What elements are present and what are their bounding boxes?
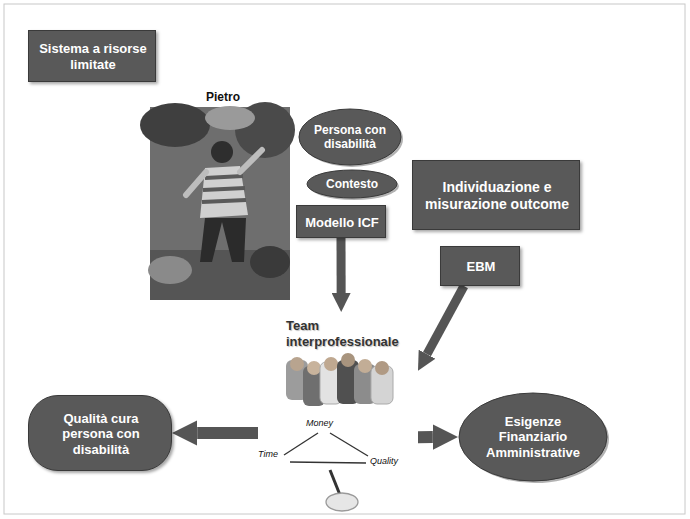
sketch-line bbox=[330, 433, 368, 456]
hand bbox=[326, 493, 358, 511]
flow-arrow bbox=[418, 431, 433, 443]
node-text: Qualità cura persona con disabilità bbox=[41, 411, 161, 458]
node-content: Persona con disabilità bbox=[310, 114, 390, 160]
ellipse-fill bbox=[307, 170, 397, 198]
money-time-quality-sketch bbox=[284, 433, 368, 511]
team-photo bbox=[286, 353, 393, 406]
person-head bbox=[341, 353, 355, 367]
node-content: Sistema a risorse limitate bbox=[37, 37, 149, 77]
node-text: Contesto bbox=[326, 177, 378, 191]
ellipse-fill bbox=[459, 393, 607, 481]
quality-box: Qualità cura persona con disabilità bbox=[28, 395, 172, 471]
person-head bbox=[324, 357, 338, 371]
photo-foliage bbox=[140, 103, 210, 147]
frame bbox=[4, 4, 685, 514]
node-content: Individuazione e misurazione outcome bbox=[423, 167, 571, 225]
context-box: Sistema a risorse limitate bbox=[28, 30, 156, 82]
evidence-box: EBM bbox=[440, 246, 520, 286]
node-text: Individuazione e misurazione outcome bbox=[423, 179, 571, 213]
sketch-line bbox=[290, 462, 366, 463]
sketch-label: Time bbox=[258, 449, 278, 459]
node-content: Esigenze Finanziario Amministrative bbox=[478, 400, 588, 474]
node-content: Team interprofessionale bbox=[286, 318, 390, 474]
sketch-label: Money bbox=[306, 418, 333, 428]
ellipse-fill bbox=[299, 109, 401, 165]
node-text: Team interprofessionale bbox=[286, 318, 399, 349]
photo-head bbox=[211, 141, 233, 163]
node-content: Contesto bbox=[316, 173, 388, 195]
person-head bbox=[290, 357, 304, 371]
photo-bush bbox=[250, 246, 290, 278]
person-head bbox=[307, 361, 321, 375]
node-text: Esigenze Finanziario Amministrative bbox=[478, 414, 588, 461]
node-text: Modello ICF bbox=[305, 215, 379, 231]
node-content: Qualità cura persona con disabilità bbox=[41, 402, 161, 466]
flow-arrow bbox=[197, 427, 258, 439]
person-head bbox=[358, 359, 372, 373]
sketch-label: Quality bbox=[370, 456, 398, 466]
photo-sky bbox=[205, 106, 255, 130]
node-text: Persona con disabilità bbox=[310, 123, 390, 152]
photo-arms bbox=[186, 150, 262, 195]
node-text: Sistema a risorse limitate bbox=[37, 41, 149, 72]
team-node: Team interprofessionale bbox=[258, 312, 418, 480]
flow-arrow bbox=[337, 238, 346, 293]
person-ellipse: Persona con disabilità bbox=[298, 108, 402, 166]
person-head bbox=[375, 361, 389, 375]
photo-stripes bbox=[202, 176, 246, 202]
photo bbox=[140, 102, 295, 300]
sketch-line bbox=[284, 433, 318, 455]
finance-ellipse: Esigenze Finanziario Amministrative bbox=[458, 392, 608, 482]
photo-bush bbox=[148, 256, 192, 284]
outcome-box: Individuazione e misurazione outcome bbox=[412, 160, 580, 230]
context-ellipse: Contesto bbox=[306, 169, 398, 199]
node-content: EBM bbox=[447, 251, 515, 283]
person-name: Pietro bbox=[206, 90, 240, 104]
model-box: Modello ICF bbox=[296, 205, 386, 238]
node-content: Modello ICF bbox=[303, 210, 381, 235]
flow-arrow bbox=[427, 286, 464, 354]
photo-legs bbox=[200, 218, 246, 262]
node-text: EBM bbox=[467, 259, 496, 275]
